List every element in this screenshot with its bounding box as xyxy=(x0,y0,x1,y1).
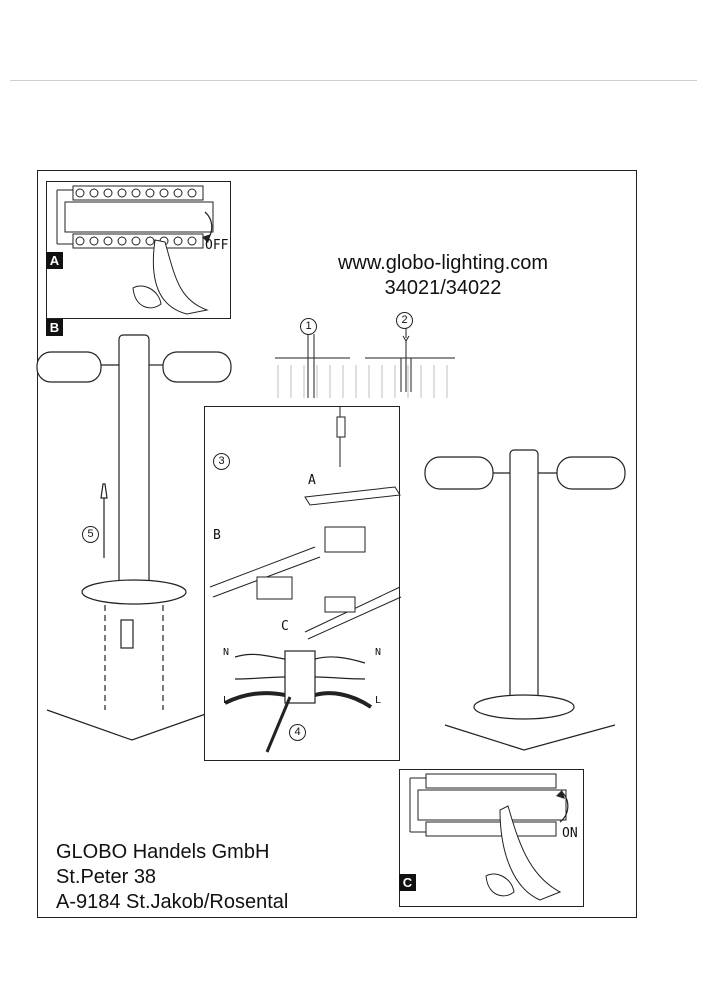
wire-n-right: N xyxy=(375,647,382,658)
wall-anchor-drawing xyxy=(275,316,455,398)
detail-label-b: B xyxy=(213,528,221,543)
step-2-marker: 2 xyxy=(396,312,413,329)
off-label: OFF xyxy=(205,238,229,253)
terminal-screw xyxy=(89,188,99,198)
terminal-screw xyxy=(131,236,141,246)
header-rule xyxy=(10,80,697,81)
terminal-screw xyxy=(89,236,99,246)
company-street: St.Peter 38 xyxy=(56,866,157,888)
panel-a-tag: A xyxy=(46,252,63,269)
terminal-block-on-drawing xyxy=(409,773,569,901)
terminal-screw xyxy=(187,188,197,198)
wire-l-left: L xyxy=(223,695,230,706)
panel-c-switch-on: ON xyxy=(399,769,584,907)
detail-label-a: A xyxy=(308,473,316,488)
terminal-screw xyxy=(145,188,155,198)
detail-label-c: C xyxy=(281,619,289,634)
on-label: ON xyxy=(562,826,578,841)
terminal-screw xyxy=(145,236,155,246)
terminal-screw xyxy=(75,188,85,198)
website-url: www.globo-lighting.com xyxy=(337,252,549,274)
terminal-screw xyxy=(159,188,169,198)
wiring-detail-drawing xyxy=(209,407,402,753)
company-city: A-9184 St.Jakob/Rosental xyxy=(56,891,289,913)
wire-n-left: N xyxy=(223,647,230,658)
terminal-screw xyxy=(187,236,197,246)
terminal-screw xyxy=(117,188,127,198)
panel-a-switch-off: OFF xyxy=(46,181,231,319)
terminal-screw xyxy=(131,188,141,198)
step-1-marker: 1 xyxy=(300,318,317,335)
terminal-block-off-drawing xyxy=(56,185,214,315)
left-lamp-drawing xyxy=(36,334,232,741)
company-name: GLOBO Handels GmbH xyxy=(56,841,270,863)
right-lamp-drawing xyxy=(424,449,626,751)
panel-b-tag: B xyxy=(46,319,63,336)
terminal-screw xyxy=(173,188,183,198)
model-numbers: 34021/34022 xyxy=(384,277,502,299)
step-5-marker: 5 xyxy=(82,526,99,543)
terminal-screw xyxy=(103,236,113,246)
terminal-screw xyxy=(173,236,183,246)
step-3-marker: 3 xyxy=(213,453,230,470)
terminal-screw xyxy=(103,188,113,198)
instruction-frame xyxy=(37,170,637,918)
panel-c-tag: C xyxy=(399,874,416,891)
step-4-marker: 4 xyxy=(289,724,306,741)
terminal-screw xyxy=(75,236,85,246)
terminal-screw xyxy=(117,236,127,246)
wire-l-right: L xyxy=(375,695,382,706)
wiring-detail-panel: 3 4 A B C N N L L xyxy=(204,406,402,761)
